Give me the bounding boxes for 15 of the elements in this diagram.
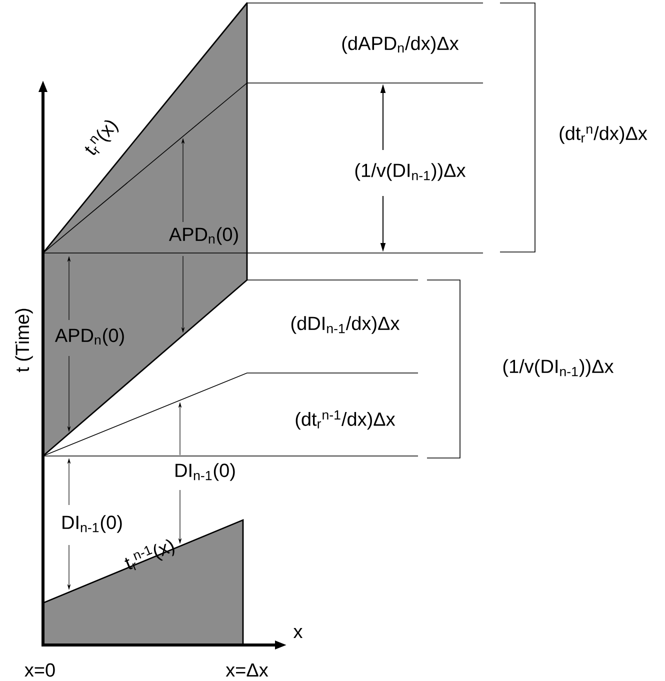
dimension-label: APD$_{n}$(0) bbox=[54, 328, 124, 346]
tick-label: x=Δx bbox=[226, 663, 268, 677]
formula-label: (dt$_{r}$$^{n}$/dx)Δx bbox=[560, 126, 648, 144]
curve-label: t$_{r}$$^{n}$(x) bbox=[84, 120, 119, 155]
formula-label: (1/v(DI$_{n-1}$))Δx bbox=[503, 359, 614, 377]
dimension-label: DI$_{n-1}$(0) bbox=[62, 515, 122, 533]
axis-label: x bbox=[293, 628, 303, 638]
axis-label: t (Time) bbox=[15, 308, 33, 372]
formula-label: (dAPD$_{n}$/dx)Δx bbox=[342, 36, 459, 54]
dimension-label: APD$_{n}$(0) bbox=[168, 227, 238, 245]
formula-label: (dDI$_{n-1}$/dx)Δx bbox=[291, 316, 400, 334]
tick-label: x=0 bbox=[24, 663, 55, 677]
formula-label: (dt$_{r}$$^{n-1}$/dx)Δx bbox=[296, 410, 396, 430]
dimension-label: DI$_{n-1}$(0) bbox=[176, 463, 235, 481]
formula-label: (1/v(DI$_{n-1}$))Δx bbox=[353, 162, 467, 182]
